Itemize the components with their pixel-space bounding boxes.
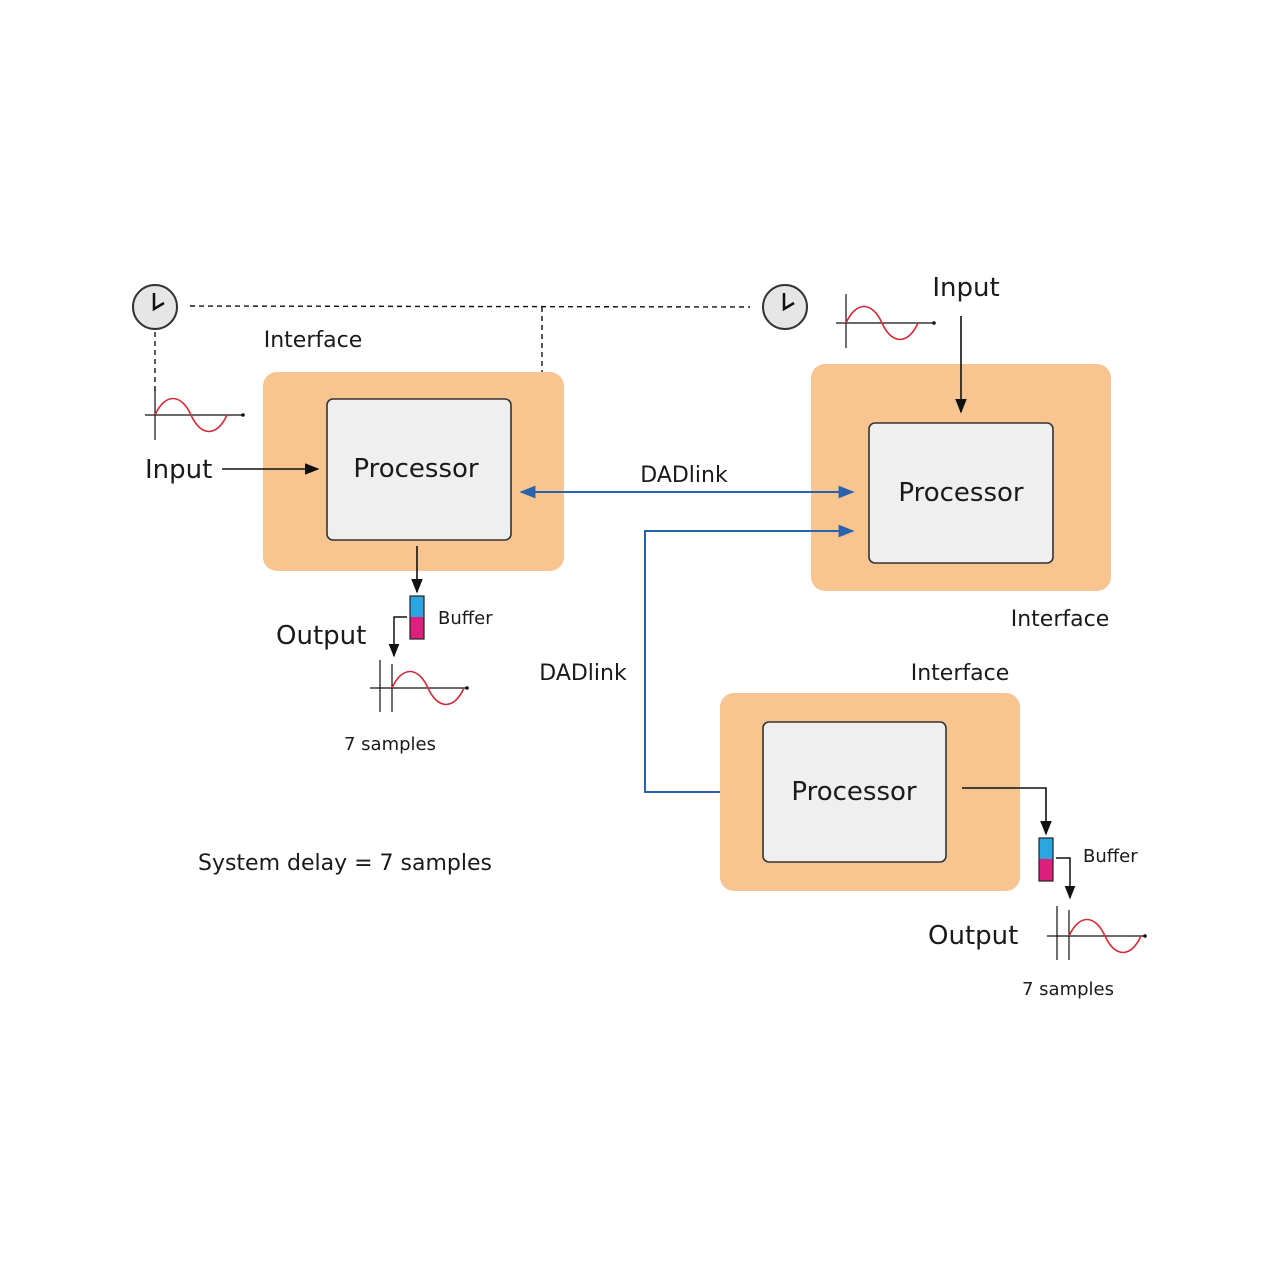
sine-wave-icon: [1047, 906, 1147, 960]
clock-icon: [132, 284, 178, 330]
dadlink-left-connection: [644, 524, 855, 799]
system-delay-note: System delay = 7 samples: [198, 851, 492, 876]
processor-to-buffer-arrow-c: [962, 787, 1052, 836]
clock-icon: [762, 284, 808, 330]
buffer-icon: [409, 595, 425, 640]
buffer-label-c: Buffer: [1083, 846, 1138, 867]
output-label-c: Output: [928, 921, 1018, 951]
interface-label-b: Interface: [1011, 607, 1110, 632]
input-label-a: Input: [145, 455, 212, 485]
samples-label-c: 7 samples: [1022, 979, 1114, 1000]
dadlink-left-label: DADlink: [539, 661, 627, 686]
samples-label-a: 7 samples: [344, 734, 436, 755]
buffer-icon: [1038, 837, 1054, 882]
processor-label-a: Processor: [353, 454, 479, 484]
buffer-label-a: Buffer: [438, 608, 493, 629]
output-label-a: Output: [276, 621, 366, 651]
sine-wave-icon: [145, 388, 245, 440]
buffer-to-output-arrow-c: [1056, 857, 1076, 900]
sine-wave-icon: [836, 294, 936, 348]
processor-label-b: Processor: [898, 478, 1024, 508]
processor-box-b: [868, 422, 1054, 564]
interface-label-a: Interface: [264, 328, 363, 353]
interface-label-c: Interface: [911, 661, 1010, 686]
sine-wave-icon: [370, 660, 469, 712]
input-label-b: Input: [932, 273, 999, 303]
buffer-to-output-arrow-a: [388, 616, 407, 658]
dadlink-top-label: DADlink: [640, 463, 728, 488]
processor-box-a: [326, 398, 512, 541]
processor-box-c: [762, 721, 947, 863]
processor-label-c: Processor: [791, 777, 917, 807]
